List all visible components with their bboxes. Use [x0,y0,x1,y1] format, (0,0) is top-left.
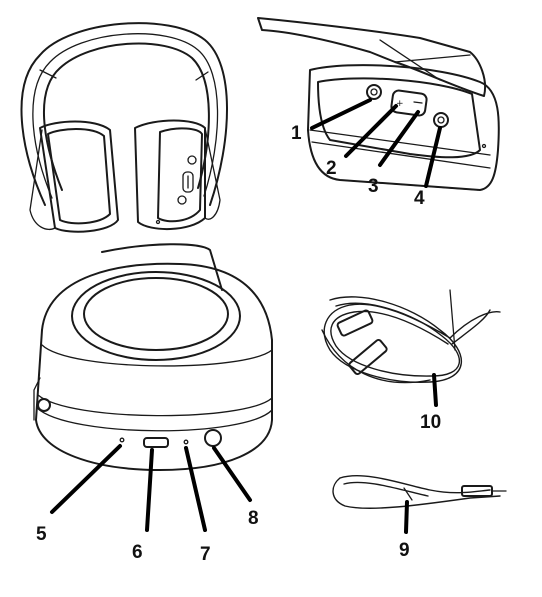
usb-cable-icon [321,289,501,384]
callout-4: 4 [414,188,425,209]
headphones-icon [20,22,228,233]
callout-7: 7 [200,544,211,565]
callout-1: 1 [291,123,302,144]
earcup-closeup-icon [33,243,273,471]
svg-text:+: + [396,99,404,109]
callout-2: 2 [326,158,337,179]
callout-3: 3 [368,176,379,197]
audio-cable-icon [332,474,507,509]
callout-8: 8 [248,508,259,529]
earcup-detail-icon: + [257,17,500,191]
callout-10: 10 [420,412,441,433]
callout-6: 6 [132,542,143,563]
callout-9: 9 [399,540,410,561]
callout-5: 5 [36,524,47,545]
